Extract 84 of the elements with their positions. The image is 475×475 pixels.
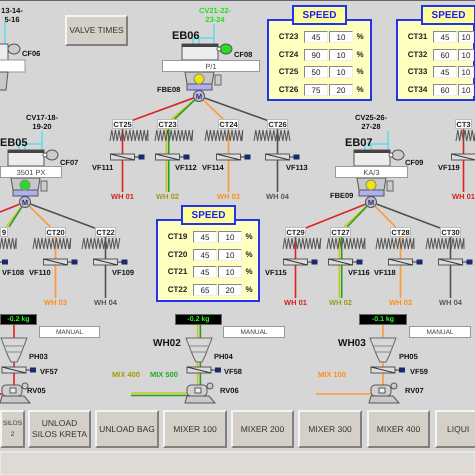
flow-line [30,203,96,229]
value-field: 90 [304,49,328,61]
flow-line [276,129,278,192]
value-field: 60 [433,84,457,96]
value-field: 10 [329,31,353,43]
row-label: CT31 [406,31,428,43]
value-field: 20 [218,284,242,296]
flow-line [306,203,366,229]
flow-line [294,237,296,298]
value-field: 10 [458,66,474,78]
value-field: 75 [304,84,328,96]
flow-line [5,206,22,228]
unit-label: % [244,266,254,278]
value-field: 45 [304,31,328,43]
flow-line [104,237,106,298]
flow-line [376,203,440,229]
flow-line [0,203,20,213]
row-label: CT23 [278,31,300,43]
row-label: CT20 [166,249,188,261]
equipment-title: EB05 [0,137,28,150]
equipment-title: EB07 [345,137,373,150]
menu-button: VALVE TIMES [65,15,128,46]
value-field: 10 [458,49,474,61]
menu-button: MIXER 400 [367,410,430,448]
row-label: CT22 [166,284,188,296]
panel-title: SPEED [292,5,347,25]
value-field: 10 [218,266,242,278]
flow-line [132,97,194,121]
value-field: 10 [458,84,474,96]
value-field: 45 [193,266,217,278]
row-label: CT25 [278,66,300,78]
unit-label: % [355,84,365,96]
value-field: 60 [433,49,457,61]
equipment-title: EB06 [172,30,200,43]
value-field: 50 [304,66,328,78]
row-label: CT32 [406,49,428,61]
unit-label: % [244,249,254,261]
unit-label: % [355,66,365,78]
menu-button: UNLOAD SILOS KRETA [28,410,91,448]
flow-line [400,237,402,298]
flow-line [166,129,168,192]
flow-line [204,97,268,121]
menu-button: MIXER 300 [298,410,362,448]
value-field: 65 [193,284,217,296]
flow-line [168,129,170,192]
flow-line [462,129,464,192]
flow-line [202,100,224,120]
row-label: CT33 [406,66,428,78]
flow-line [54,237,56,298]
unit-label: % [355,31,365,43]
unit-label: % [244,231,254,243]
equipment-title: WH03 [338,338,366,350]
menu-button: UNLOAD BAG [95,410,159,448]
flow-line [28,206,51,228]
menu-button: MIXER 100 [163,410,227,448]
menu-button: MIXER 200 [231,410,294,448]
unit-label: % [244,284,254,296]
flow-line [8,206,22,228]
flow-line [340,237,342,298]
unit-label: % [355,49,365,61]
row-label: CT34 [406,84,428,96]
value-field: 10 [329,66,353,78]
menu-button: LIQUI [435,410,475,448]
value-field: 10 [218,231,242,243]
value-field: 45 [193,249,217,261]
value-field: 20 [329,84,353,96]
flow-line [338,237,340,298]
value-field: 10 [458,31,474,43]
flow-line [374,206,396,228]
row-label: CT26 [278,84,300,96]
panel-title: SPEED [421,5,475,25]
value-field: 10 [218,249,242,261]
row-label: CT19 [166,231,188,243]
value-field: 45 [193,231,217,243]
row-label: CT24 [278,49,300,61]
flow-line [450,237,452,298]
flow-line [122,129,124,192]
flow-line [228,129,230,192]
panel-title: SPEED [181,205,236,225]
row-label: CT21 [166,266,188,278]
value-field: 45 [433,31,457,43]
value-field: 10 [329,49,353,61]
value-field: 45 [433,66,457,78]
equipment-title: WH02 [153,338,181,350]
